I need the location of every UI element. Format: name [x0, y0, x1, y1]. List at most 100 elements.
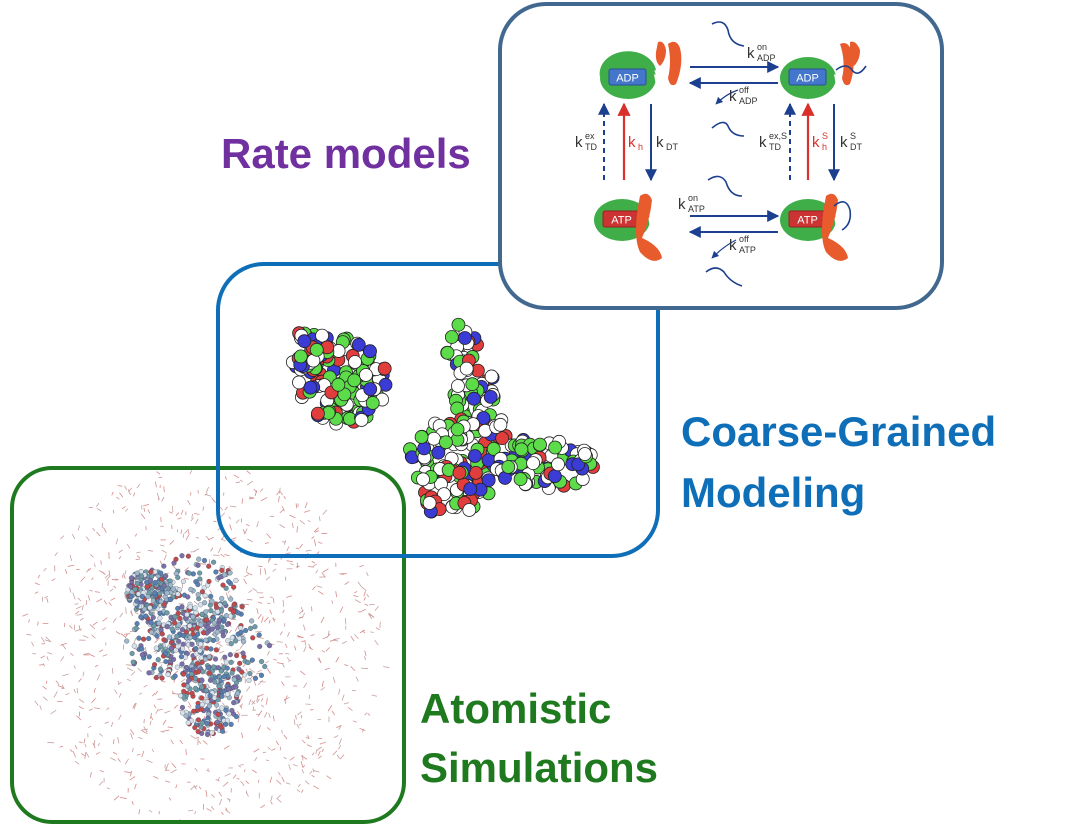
atom: [192, 605, 198, 611]
water-molecule: [112, 751, 118, 755]
water-molecule: [187, 705, 192, 709]
atom: [252, 675, 259, 681]
water-molecule: [161, 496, 165, 502]
water-molecule: [285, 782, 291, 785]
atp-chip-label: ATP: [611, 215, 632, 227]
water-molecule: [257, 669, 262, 673]
water-molecule: [110, 597, 116, 601]
water-molecule: [265, 660, 270, 664]
cg-bead: [548, 440, 562, 455]
atom: [204, 617, 210, 623]
water-molecule: [86, 568, 90, 573]
atom: [174, 633, 180, 639]
cg-bead: [315, 328, 330, 343]
atom: [152, 662, 158, 668]
water-molecule: [220, 553, 225, 558]
water-molecule: [300, 761, 304, 768]
cg-bead: [414, 430, 429, 444]
atom: [176, 587, 183, 593]
water-molecule: [266, 650, 270, 656]
water-molecule: [338, 744, 342, 750]
svg-text:k: k: [747, 45, 755, 62]
water-molecule: [209, 589, 213, 594]
water-molecule: [202, 506, 205, 511]
atom: [148, 577, 154, 583]
atp-chip-label: ATP: [797, 215, 818, 227]
water-molecule: [264, 568, 267, 575]
atom: [202, 656, 209, 662]
water-molecule: [304, 502, 308, 509]
atom: [239, 669, 245, 675]
atom: [128, 584, 134, 590]
water-molecule: [316, 585, 323, 588]
right-vertical-arrows: [784, 102, 840, 182]
water-molecule: [156, 471, 161, 475]
atom: [229, 707, 235, 714]
adp-chip: [788, 68, 827, 86]
cg-bead: [365, 396, 380, 410]
atom: [203, 687, 209, 693]
water-molecule: [104, 721, 109, 724]
water-molecule: [329, 639, 336, 642]
water-molecule: [282, 663, 285, 668]
atom: [135, 591, 142, 597]
atom: [148, 620, 154, 626]
water-molecule: [69, 554, 73, 562]
water-molecule: [283, 495, 286, 500]
atom: [199, 695, 205, 701]
water-molecule: [248, 497, 254, 500]
atom: [130, 659, 136, 665]
atom: [196, 556, 202, 562]
water-molecule: [142, 504, 149, 507]
water-molecule: [283, 734, 288, 740]
water-molecule: [331, 600, 334, 604]
water-molecule: [219, 798, 223, 806]
atom: [199, 589, 205, 595]
water-molecule: [59, 745, 64, 748]
water-molecule: [253, 679, 257, 686]
water-molecule: [246, 686, 251, 692]
water-molecule: [272, 715, 275, 722]
water-molecule: [73, 688, 76, 694]
water-molecule: [96, 502, 100, 507]
water-molecule: [162, 729, 170, 732]
water-molecule: [184, 529, 189, 534]
water-molecule: [134, 533, 138, 537]
water-molecule: [168, 797, 172, 801]
water-molecule: [221, 811, 224, 815]
atomistic-label-line1: Atomistic: [420, 685, 612, 732]
atom: [165, 624, 171, 630]
water-molecule: [120, 633, 127, 638]
water-molecule: [347, 707, 353, 711]
water-molecule: [103, 527, 107, 533]
water-molecule: [313, 785, 319, 790]
water-molecule: [217, 642, 223, 647]
water-molecule: [333, 735, 339, 738]
water-molecule: [160, 730, 164, 733]
water-molecule: [336, 754, 340, 759]
water-molecule: [195, 536, 200, 539]
water-molecule: [279, 490, 284, 496]
water-molecule: [350, 636, 355, 642]
water-molecule: [91, 577, 94, 581]
water-molecule: [174, 704, 179, 709]
atom: [175, 643, 181, 650]
atom: [225, 638, 231, 644]
water-molecule: [354, 634, 359, 639]
water-molecule: [333, 638, 340, 640]
water-molecule: [82, 635, 89, 639]
water-molecule: [154, 638, 159, 644]
atom: [202, 600, 208, 606]
water-molecule: [124, 570, 127, 575]
cg-bead: [363, 344, 377, 359]
k-sup: off: [739, 85, 749, 95]
atom: [181, 688, 187, 694]
atom: [204, 731, 211, 738]
atom: [157, 610, 163, 616]
water-molecule: [204, 493, 212, 497]
cg-bead: [311, 406, 325, 421]
water-molecule: [246, 480, 254, 486]
water-molecule: [130, 733, 134, 740]
water-molecule: [22, 613, 28, 617]
